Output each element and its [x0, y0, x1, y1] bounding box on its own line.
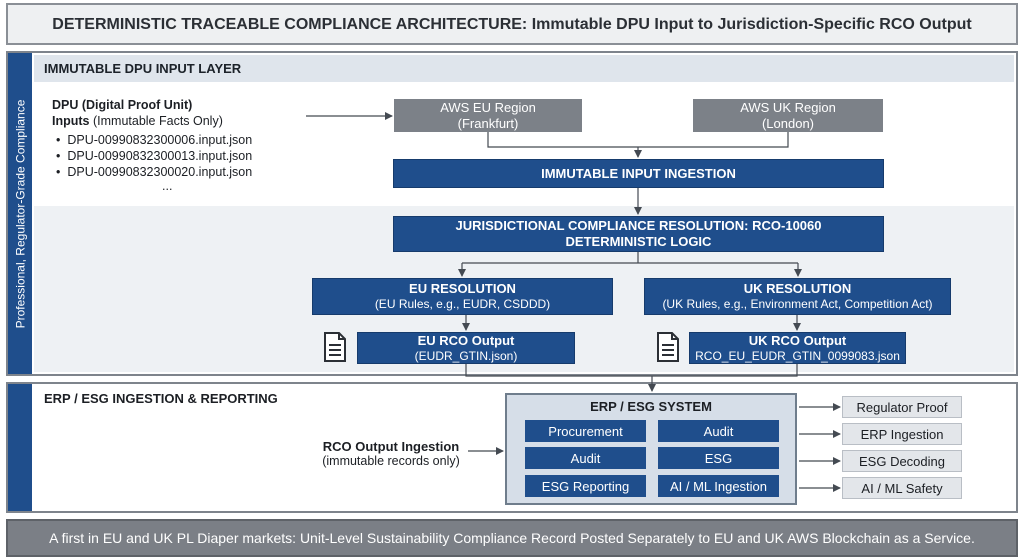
uk-rco-output-box: UK RCO Output RCO_EU_EUDR_GTIN_0099083.j…: [689, 332, 906, 364]
erp-layer-header-text: ERP / ESG INGESTION & REPORTING: [44, 391, 278, 406]
erp-module-esg-reporting: ESG Reporting: [525, 475, 646, 497]
eu-resolution-title: EU RESOLUTION: [409, 281, 516, 296]
side-strip-label: Professional, Regulator-Grade Compliance: [13, 99, 27, 328]
side-strip: Professional, Regulator-Grade Compliance: [8, 53, 32, 374]
aws-uk-region-name: AWS UK Region: [740, 99, 836, 115]
uk-resolution-box: UK RESOLUTION (UK Rules, e.g., Environme…: [644, 278, 951, 315]
dpu-file-item: • DPU-00990832300020.input.json: [56, 165, 253, 179]
eu-rco-output-title: EU RCO Output: [417, 332, 515, 348]
erp-module-label: Audit: [570, 450, 601, 466]
dpu-title: DPU (Digital Proof Unit): [52, 98, 193, 112]
erp-module-ai-ml-ingestion: AI / ML Ingestion: [658, 475, 779, 497]
immutable-input-ingestion-box: IMMUTABLE INPUT INGESTION: [393, 159, 884, 188]
eu-rco-output-box: EU RCO Output (EUDR_GTIN.json): [357, 332, 575, 364]
footer-text: A first in EU and UK PL Diaper markets: …: [49, 530, 975, 546]
output-label: Regulator Proof: [856, 399, 948, 415]
uk-resolution-title: UK RESOLUTION: [743, 281, 852, 296]
aws-eu-region-location: (Frankfurt): [457, 115, 519, 131]
aws-uk-region-box: AWS UK Region (London): [693, 99, 883, 132]
erp-module-label: ESG Reporting: [541, 478, 630, 494]
jurisdictional-resolution-line1: JURISDICTIONAL COMPLIANCE RESOLUTION: RC…: [455, 218, 822, 233]
aws-uk-region-location: (London): [761, 115, 815, 131]
rco-ingestion-title: RCO Output Ingestion: [322, 439, 460, 454]
erp-layer-header: ERP / ESG INGESTION & REPORTING: [44, 391, 278, 406]
input-layer-header-text: IMMUTABLE DPU INPUT LAYER: [44, 61, 242, 76]
rco-ingestion-label: RCO Output Ingestion (immutable records …: [296, 439, 486, 468]
output-label: AI / ML Safety: [861, 480, 943, 496]
uk-resolution-detail: (UK Rules, e.g., Environment Act, Compet…: [662, 297, 933, 311]
erp-esg-system-title-text: ERP / ESG SYSTEM: [590, 399, 712, 414]
uk-rco-output-title: UK RCO Output: [748, 332, 847, 348]
page-title: DETERMINISTIC TRACEABLE COMPLIANCE ARCHI…: [6, 3, 1018, 45]
erp-module-procurement: Procurement: [525, 420, 646, 442]
erp-module-label: ESG: [704, 450, 733, 466]
erp-module-label: Procurement: [548, 423, 623, 439]
erp-esg-system-title: ERP / ESG SYSTEM: [505, 399, 797, 414]
output-label: ESG Decoding: [859, 453, 945, 469]
document-icon: [324, 332, 346, 362]
dpu-inputs-note: (Immutable Facts Only): [92, 114, 223, 128]
output-label: ERP Ingestion: [860, 426, 944, 442]
erp-module-label: Audit: [703, 423, 734, 439]
jurisdictional-resolution-box: JURISDICTIONAL COMPLIANCE RESOLUTION: RC…: [393, 216, 884, 252]
dpu-file-list: • DPU-00990832300006.input.json • DPU-00…: [52, 132, 312, 180]
page-title-text: DETERMINISTIC TRACEABLE COMPLIANCE ARCHI…: [52, 15, 972, 33]
dpu-file-name: DPU-00990832300013.input.json: [67, 149, 253, 163]
eu-rco-output-file: (EUDR_GTIN.json): [414, 348, 518, 363]
dpu-file-item: • DPU-00990832300006.input.json: [56, 133, 253, 147]
output-esg-decoding: ESG Decoding: [842, 450, 962, 472]
dpu-ellipsis: ...: [162, 179, 173, 193]
eu-resolution-box: EU RESOLUTION (EU Rules, e.g., EUDR, CSD…: [312, 278, 613, 315]
eu-resolution-detail: (EU Rules, e.g., EUDR, CSDDD): [374, 297, 551, 311]
erp-module-audit: Audit: [525, 447, 646, 469]
output-regulator-proof: Regulator Proof: [842, 396, 962, 418]
dpu-file-name: DPU-00990832300006.input.json: [67, 133, 253, 147]
dpu-inputs-label: Inputs: [52, 114, 90, 128]
dpu-description: DPU (Digital Proof Unit) Inputs (Immutab…: [52, 97, 312, 192]
erp-side-strip: [8, 384, 32, 511]
footer-banner: A first in EU and UK PL Diaper markets: …: [6, 519, 1018, 557]
dpu-file-name: DPU-00990832300020.input.json: [67, 165, 253, 179]
output-erp-ingestion: ERP Ingestion: [842, 423, 962, 445]
aws-eu-region-box: AWS EU Region (Frankfurt): [394, 99, 582, 132]
uk-rco-output-file: RCO_EU_EUDR_GTIN_0099083.json: [695, 348, 900, 363]
output-ai-ml-safety: AI / ML Safety: [842, 477, 962, 499]
document-icon: [657, 332, 679, 362]
erp-module-audit: Audit: [658, 420, 779, 442]
erp-module-esg: ESG: [658, 447, 779, 469]
input-layer-header: IMMUTABLE DPU INPUT LAYER: [34, 55, 1014, 82]
aws-eu-region-name: AWS EU Region: [440, 99, 536, 115]
dpu-inputs-line: Inputs (Immutable Facts Only): [52, 113, 312, 129]
immutable-input-ingestion-label: IMMUTABLE INPUT INGESTION: [541, 165, 736, 181]
rco-ingestion-note: (immutable records only): [322, 454, 460, 468]
erp-module-label: AI / ML Ingestion: [669, 478, 768, 494]
jurisdictional-resolution-line2: DETERMINISTIC LOGIC: [565, 234, 712, 249]
dpu-file-item: • DPU-00990832300013.input.json: [56, 149, 253, 163]
